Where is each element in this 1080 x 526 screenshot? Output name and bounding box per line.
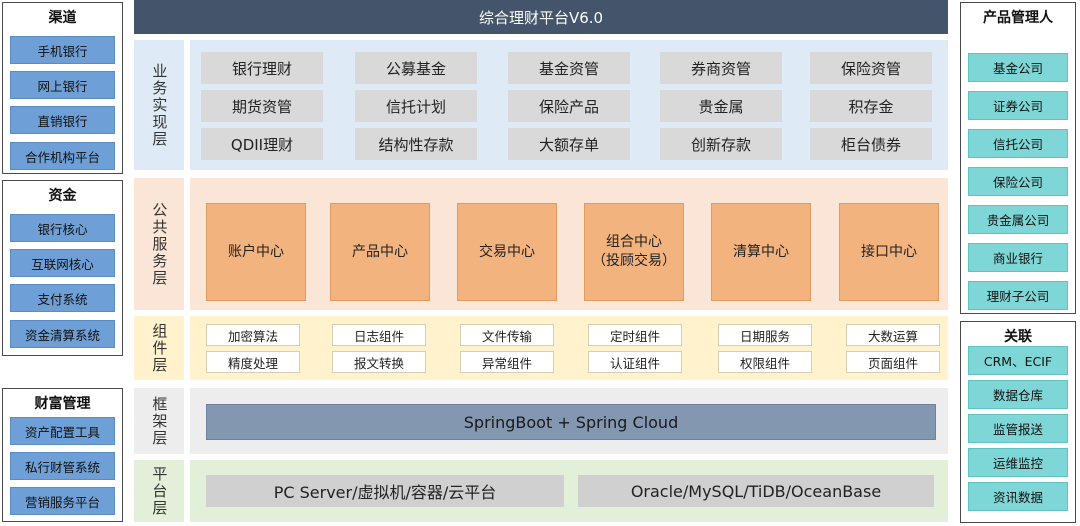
related-item[interactable]: CRM、ECIF (968, 346, 1068, 375)
channels-group: 渠道 手机银行 网上银行 直销银行 合作机构平台 (2, 2, 123, 174)
channel-item[interactable]: 合作机构平台 (10, 142, 115, 170)
related-title: 关联 (1004, 329, 1032, 345)
layer-label-component: 组件层 (134, 316, 184, 380)
providers-group: 产品管理人 基金公司证券公司信托公司保险公司贵金属公司商业银行理财子公司 (960, 2, 1076, 314)
layer-label-public: 公共服务层 (134, 178, 184, 310)
component-item[interactable]: 异常组件 (460, 351, 554, 373)
related-item[interactable]: 资讯数据 (968, 482, 1068, 511)
component-item[interactable]: 精度处理 (206, 351, 300, 373)
funds-item[interactable]: 银行核心 (10, 214, 115, 242)
business-item[interactable]: 信托计划 (355, 90, 477, 122)
business-item[interactable]: 公募基金 (355, 52, 477, 84)
wealth-group: 财富管理 资产配置工具 私行财管系统 营销服务平台 (2, 388, 123, 522)
layer-label-framework: 框架层 (134, 388, 184, 454)
business-item[interactable]: 结构性存款 (355, 128, 477, 160)
channels-title: 渠道 (48, 10, 77, 26)
component-item[interactable]: 大数运算 (846, 324, 940, 346)
business-item[interactable]: 基金资管 (508, 52, 630, 84)
channel-item[interactable]: 直销银行 (10, 106, 115, 134)
provider-item[interactable]: 贵金属公司 (968, 205, 1068, 234)
component-item[interactable]: 报文转换 (332, 351, 426, 373)
component-item[interactable]: 认证组件 (588, 351, 682, 373)
related-item[interactable]: 监管报送 (968, 414, 1068, 443)
service-center-chip[interactable]: 接口中心 (839, 203, 939, 301)
service-center-name: 产品中心 (352, 243, 408, 260)
provider-item[interactable]: 证券公司 (968, 91, 1068, 120)
funds-title: 资金 (48, 188, 77, 204)
funds-item[interactable]: 支付系统 (10, 284, 115, 312)
wealth-item[interactable]: 私行财管系统 (10, 452, 115, 480)
wealth-item[interactable]: 资产配置工具 (10, 417, 115, 445)
provider-item[interactable]: 保险公司 (968, 167, 1068, 196)
business-item[interactable]: 保险产品 (508, 90, 630, 122)
service-center-chip[interactable]: 产品中心 (330, 203, 430, 301)
component-item[interactable]: 日期服务 (718, 324, 812, 346)
layer-label-business: 业务实现层 (134, 40, 184, 170)
business-item[interactable]: 保险资管 (810, 52, 932, 84)
service-center-name: 组合中心 (606, 234, 662, 251)
provider-item[interactable]: 商业银行 (968, 243, 1068, 272)
component-item[interactable]: 日志组件 (332, 324, 426, 346)
service-center-chip[interactable]: 组合中心 （投顾交易） (584, 203, 684, 301)
platform-db-bar[interactable]: Oracle/MySQL/TiDB/OceanBase (578, 475, 934, 507)
provider-item[interactable]: 信托公司 (968, 129, 1068, 158)
service-center-chip[interactable]: 清算中心 (711, 203, 811, 301)
funds-item[interactable]: 资金清算系统 (10, 320, 115, 348)
funds-item[interactable]: 互联网核心 (10, 249, 115, 277)
business-item[interactable]: 柜台债券 (810, 128, 932, 160)
business-item[interactable]: QDII理财 (201, 128, 323, 160)
business-item[interactable]: 贵金属 (660, 90, 782, 122)
wealth-item[interactable]: 营销服务平台 (10, 487, 115, 515)
provider-item[interactable]: 理财子公司 (968, 281, 1068, 310)
layer-label-platform: 平台层 (134, 460, 184, 522)
related-item[interactable]: 数据仓库 (968, 380, 1068, 409)
service-center-name: 接口中心 (861, 243, 917, 260)
channel-item[interactable]: 手机银行 (10, 36, 115, 64)
service-center-name: 交易中心 (479, 243, 535, 260)
platform-title: 综合理财平台V6.0 (134, 0, 948, 34)
business-item[interactable]: 创新存款 (660, 128, 782, 160)
service-center-name: 账户中心 (228, 243, 284, 260)
channel-item[interactable]: 网上银行 (10, 71, 115, 99)
framework-bar[interactable]: SpringBoot + Spring Cloud (206, 404, 936, 440)
public-layer (190, 178, 948, 310)
component-item[interactable]: 加密算法 (206, 324, 300, 346)
component-item[interactable]: 定时组件 (588, 324, 682, 346)
service-center-sub: （投顾交易） (592, 253, 676, 269)
funds-group: 资金 银行核心 互联网核心 支付系统 资金清算系统 (2, 180, 123, 356)
service-center-chip[interactable]: 交易中心 (457, 203, 557, 301)
provider-item[interactable]: 基金公司 (968, 53, 1068, 82)
component-item[interactable]: 页面组件 (846, 351, 940, 373)
component-layer (190, 316, 948, 380)
business-item[interactable]: 期货资管 (201, 90, 323, 122)
providers-title: 产品管理人 (983, 10, 1053, 26)
related-item[interactable]: 运维监控 (968, 448, 1068, 477)
business-item[interactable]: 银行理财 (201, 52, 323, 84)
component-item[interactable]: 文件传输 (460, 324, 554, 346)
related-group: 关联 CRM、ECIF 数据仓库监管报送运维监控资讯数据 (960, 321, 1076, 523)
business-item[interactable]: 券商资管 (660, 52, 782, 84)
component-item[interactable]: 权限组件 (718, 351, 812, 373)
business-item[interactable]: 积存金 (810, 90, 932, 122)
platform-infra-bar[interactable]: PC Server/虚拟机/容器/云平台 (206, 475, 564, 507)
wealth-title: 财富管理 (34, 396, 91, 412)
service-center-name: 清算中心 (733, 243, 789, 260)
business-item[interactable]: 大额存单 (508, 128, 630, 160)
service-center-chip[interactable]: 账户中心 (206, 203, 306, 301)
